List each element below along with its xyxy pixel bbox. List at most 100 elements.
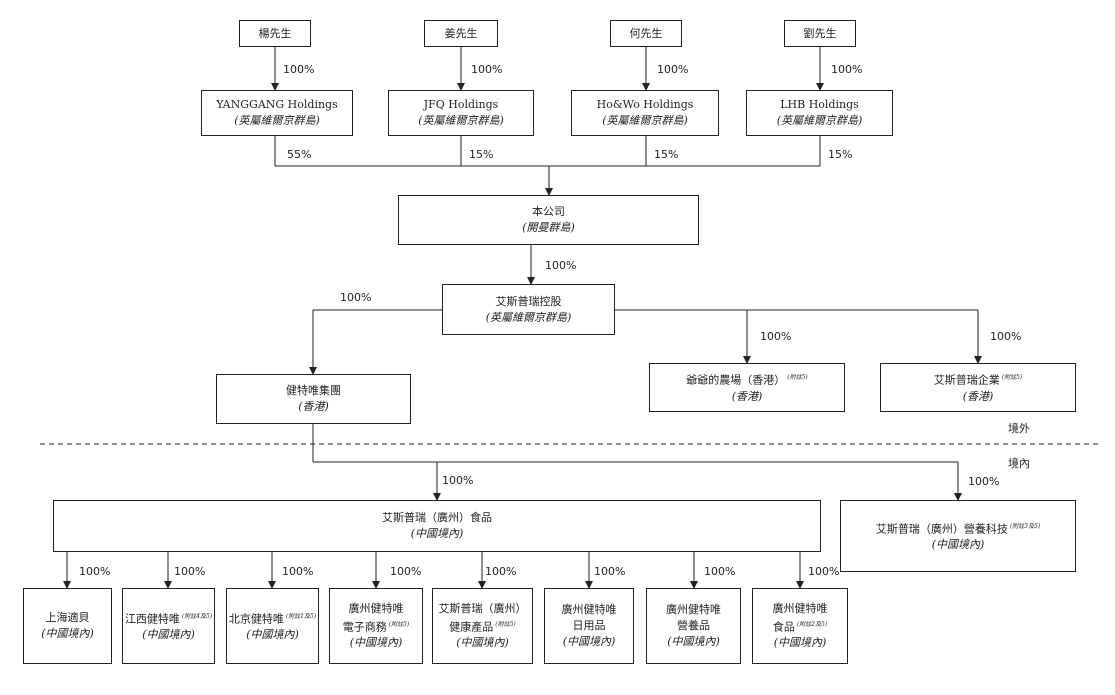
subsidiary-jurisdiction: (中國境內) <box>562 635 616 648</box>
stake-pct: 15% <box>654 148 679 161</box>
subsidiary-pct: 100% <box>174 565 206 578</box>
subsidiary-jurisdiction: (中國境內) <box>246 628 299 642</box>
holding-jfq: JFQ Holdings (英屬維爾京群島) <box>388 90 534 136</box>
company-jurisdiction: (開曼群島) <box>522 221 575 234</box>
subsidiary-name-line2: 健康產品(附註5) <box>449 620 516 634</box>
subsidiary-pct: 100% <box>704 565 736 578</box>
ownership-pct: 100% <box>831 63 863 76</box>
subsidiary-name: 江西健特唯(附註4及5) <box>124 612 213 626</box>
subsidiary-name-line2: 營養品 <box>677 619 710 632</box>
entity-name: 爺爺的農場（香港）(附註5) <box>686 373 808 387</box>
shareholder-name: 劉先生 <box>803 26 837 40</box>
company-name: 本公司 <box>532 205 565 218</box>
ownership-pct: 100% <box>283 63 315 76</box>
entity-note: (附註5) <box>1001 374 1023 382</box>
holding-lhb: LHB Holdings (英屬維爾京群島) <box>746 90 893 136</box>
subsidiary-gz-ecommerce: 廣州健特唯 電子商務(附註5) (中國境內) <box>329 588 423 664</box>
ownership-pct: 100% <box>471 63 503 76</box>
ownership-pct: 100% <box>657 63 689 76</box>
holding-name: JFQ Holdings <box>423 98 499 111</box>
subsidiary-name: 廣州健特唯 <box>666 603 721 616</box>
holding-name: YANGGANG Holdings <box>216 98 338 111</box>
shareholder-jiang: 姜先生 <box>424 20 498 47</box>
company-box: 本公司 (開曼群島) <box>398 195 699 245</box>
entity-name: 艾斯普瑞企業(附註5) <box>933 373 1023 387</box>
subsidiary-pct: 100% <box>79 565 111 578</box>
shareholder-name: 何先生 <box>629 26 663 40</box>
holding-jurisdiction: (英屬維爾京群島) <box>234 114 320 127</box>
subsidiary-jurisdiction: (中國境內) <box>456 636 509 650</box>
stake-pct: 15% <box>469 148 494 161</box>
subsidiary-note: (附註2及5) <box>796 620 828 628</box>
holding-yanggang: YANGGANG Holdings (英屬維爾京群島) <box>201 90 353 136</box>
stake-pct: 15% <box>828 148 853 161</box>
onshore-side-pct: 100% <box>968 475 1000 488</box>
subsidiary-espri-health: 艾斯普瑞（廣州） 健康產品(附註5) (中國境內) <box>432 588 533 664</box>
subsidiary-jurisdiction: (中國境內) <box>41 627 94 640</box>
shareholder-liu: 劉先生 <box>784 20 856 47</box>
subsidiary-gz-food: 廣州健特唯 食品(附註2及5) (中國境內) <box>752 588 848 664</box>
subsidiary-jurisdiction: (中國境內) <box>142 628 195 642</box>
subsidiary-note: (附註4及5) <box>181 612 213 620</box>
shareholder-name: 楊先生 <box>258 26 292 40</box>
subsidiary-name: 廣州健特唯 <box>348 601 404 615</box>
subsidiary-shanghai-shibei: 上海適貝 (中國境內) <box>23 588 112 664</box>
onshore-nutrition-tech-box: 艾斯普瑞（廣州）營養科技(附註3及5) (中國境內) <box>840 500 1076 572</box>
offshore-entity-grandpa-farm: 爺爺的農場（香港）(附註5) (香港) <box>649 363 845 412</box>
subsidiary-name: 廣州健特唯 <box>561 603 617 616</box>
offshore-pct: 100% <box>340 291 372 304</box>
subsidiary-pct: 100% <box>594 565 626 578</box>
stake-pct: 55% <box>287 148 312 161</box>
subsidiary-beijing-jtw: 北京健特唯(附註1及5) (中國境內) <box>226 588 319 664</box>
entity-jurisdiction: (香港) <box>298 400 329 413</box>
shareholder-name: 姜先生 <box>444 26 478 40</box>
holdco-name: 艾斯普瑞控股 <box>495 294 562 308</box>
onshore-side-name: 艾斯普瑞（廣州）營養科技(附註3及5) <box>875 522 1041 536</box>
onshore-parent-name: 艾斯普瑞（廣州）食品 <box>382 511 492 524</box>
subsidiary-name: 艾斯普瑞（廣州） <box>438 601 527 615</box>
subsidiary-note: (附註1及5) <box>285 612 317 620</box>
holding-howo: Ho&Wo Holdings (英屬維爾京群島) <box>571 90 719 136</box>
entity-name: 健特唯集團 <box>286 384 341 397</box>
shareholder-yang: 楊先生 <box>239 20 311 47</box>
holdco-pct: 100% <box>545 259 577 272</box>
offshore-zone-label: 境外 <box>1008 422 1030 435</box>
subsidiary-jurisdiction: (中國境內) <box>349 636 403 650</box>
shareholder-he: 何先生 <box>610 20 682 47</box>
entity-jurisdiction: (香港) <box>962 389 994 403</box>
offshore-pct: 100% <box>990 330 1022 343</box>
holdco-jurisdiction: (英屬維爾京群島) <box>485 310 572 324</box>
entity-jurisdiction: (香港) <box>731 389 763 403</box>
subsidiary-jiangxi-jtw: 江西健特唯(附註4及5) (中國境內) <box>122 588 215 664</box>
subsidiary-gz-nutrition: 廣州健特唯 營養品 (中國境內) <box>646 588 741 664</box>
holding-jurisdiction: (英屬維爾京群島) <box>776 114 863 127</box>
onshore-side-jurisdiction: (中國境內) <box>931 538 985 552</box>
holdco-box: 艾斯普瑞控股 (英屬維爾京群島) <box>442 284 615 335</box>
onshore-parent-pct: 100% <box>442 474 474 487</box>
subsidiary-name: 北京健特唯(附註1及5) <box>228 612 317 626</box>
subsidiary-note: (附註5) <box>388 620 410 628</box>
subsidiary-name-line2: 日用品 <box>572 619 606 632</box>
subsidiary-name-line2: 食品(附註2及5) <box>772 620 828 634</box>
subsidiary-note: (附註5) <box>495 620 516 628</box>
holding-name: LHB Holdings <box>780 98 859 111</box>
entity-note: (附註3及5) <box>1009 522 1041 530</box>
entity-note: (附註5) <box>787 374 808 382</box>
offshore-entity-espri-enterprise: 艾斯普瑞企業(附註5) (香港) <box>880 363 1076 412</box>
onshore-parent-jurisdiction: (中國境內) <box>410 527 464 540</box>
subsidiary-gz-daily: 廣州健特唯 日用品 (中國境內) <box>544 588 634 664</box>
onshore-zone-label: 境內 <box>1008 457 1030 470</box>
offshore-entity-jtw-group: 健特唯集團 (香港) <box>216 374 411 424</box>
subsidiary-pct: 100% <box>390 565 422 578</box>
subsidiary-name: 上海適貝 <box>45 611 90 624</box>
subsidiary-pct: 100% <box>282 565 314 578</box>
subsidiary-name: 廣州健特唯 <box>772 601 828 615</box>
subsidiary-pct: 100% <box>808 565 840 578</box>
subsidiary-name-line2: 電子商務(附註5) <box>342 620 410 634</box>
holding-jurisdiction: (英屬維爾京群島) <box>602 114 688 127</box>
onshore-parent-box: 艾斯普瑞（廣州）食品 (中國境內) <box>53 500 821 552</box>
subsidiary-jurisdiction: (中國境內) <box>667 635 720 648</box>
subsidiary-pct: 100% <box>485 565 517 578</box>
holding-name: Ho&Wo Holdings <box>596 98 694 111</box>
